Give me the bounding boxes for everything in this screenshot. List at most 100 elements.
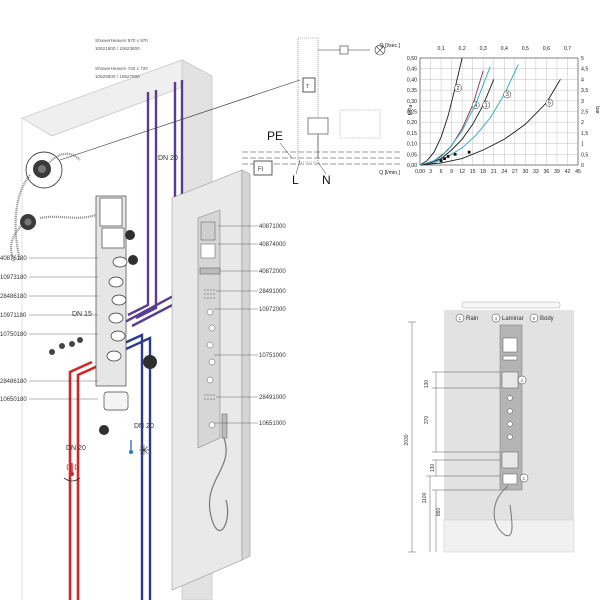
x-bottom-tick: 15: [470, 169, 476, 175]
series-5-label: 5: [548, 101, 551, 107]
chart-grid: [419, 57, 579, 166]
y-right-axis-label: bar: [594, 106, 600, 114]
series-2-label: 2: [457, 86, 460, 92]
series-extra-5-line: [419, 66, 491, 166]
header-line-2: 10621800 / 10623800: [95, 46, 140, 51]
left-part-2: 10973180: [0, 275, 27, 281]
left-part-7: 10650180: [0, 397, 27, 403]
left-part-3: 28486180: [0, 294, 27, 300]
x-top-tick: 0,1: [437, 46, 444, 52]
y-right-tick: 2: [581, 120, 584, 126]
left-part-4: 10971180: [0, 313, 27, 319]
x-bottom-tick: 12: [459, 169, 465, 175]
left-part-labels: 40876180 10973180 28486180 10971180 1075…: [0, 256, 27, 403]
y-left-tick: 0,05: [407, 152, 417, 158]
right-part-7: 28491000: [259, 395, 286, 401]
series-3-label: 3: [506, 92, 509, 98]
header-line-4: 10625800 / 10627800: [95, 74, 140, 79]
y-right-tick: 0,5: [581, 152, 588, 158]
thermostat-t: T: [306, 84, 309, 90]
right-part-5: 10972000: [259, 307, 286, 313]
flexible-hoses: [9, 152, 99, 263]
x-bottom-tick: 9: [450, 169, 453, 175]
right-part-3: 40872000: [259, 269, 286, 275]
product-header: ShowerHeaven 970 x 970 10621800 / 106238…: [95, 38, 148, 79]
y-right-tick: 3: [581, 99, 584, 105]
chart-marker: [446, 155, 450, 158]
x-bottom-tick: 27: [512, 169, 518, 175]
series-1-badge: [482, 101, 491, 109]
series-4-label: 4: [474, 103, 477, 109]
x-bottom-tick: 6: [440, 169, 443, 175]
cold-water-icon: [129, 440, 149, 455]
y-right-tick: 1: [581, 142, 584, 148]
legend-num-3: 5: [533, 316, 536, 321]
dimension-lines: [408, 321, 500, 553]
y-left-tick: 0,30: [407, 99, 417, 105]
y-left-axis-label: MPa: [408, 105, 414, 116]
front-view-callouts: 2 1: [517, 375, 529, 483]
left-part-numbers: [29, 257, 98, 400]
legend-label-2: Laminar: [502, 316, 524, 322]
series-5-line: [419, 79, 561, 166]
dim-370: 370: [424, 416, 430, 425]
y-right-tick: 0: [581, 163, 584, 169]
right-part-leaders: [214, 225, 258, 424]
dn-label-mid: DN 15: [72, 311, 92, 318]
y-right-tick: 3,5: [581, 88, 588, 94]
y-left-tick: 0,50: [407, 56, 417, 62]
dim-1100: 1100: [422, 492, 428, 503]
x-top-tick: 0,6: [543, 46, 550, 52]
legend-num-1: 1: [459, 316, 462, 321]
fi-switch-label: FI: [258, 167, 264, 173]
electrical-schematic: T FI PE L N: [242, 37, 400, 187]
y-right-tick: 4: [581, 77, 584, 83]
x-bottom-tick: 18: [480, 169, 486, 175]
y-right-tick: 5: [581, 56, 584, 62]
dim-2030: 2030: [404, 434, 410, 445]
x-top-tick: 0,3: [480, 46, 487, 52]
left-part-1: 40876180: [0, 256, 27, 262]
pe-label: PE: [267, 129, 283, 143]
callout-1: 1: [523, 476, 526, 481]
shower-panel-3d: [171, 169, 251, 591]
x-top-tick: 0,2: [459, 46, 466, 52]
series-3-line: [419, 64, 519, 166]
x-bottom-tick: 39: [554, 169, 560, 175]
hot-water-pipe: [68, 360, 101, 600]
dn-label-cold: DN 20: [134, 423, 154, 430]
x-bottom-tick: 33: [533, 169, 539, 175]
callout-2: 2: [521, 378, 524, 383]
x-bottom-tick: 24: [501, 169, 507, 175]
right-part-6: 10751000: [259, 353, 286, 359]
chart-marker: [439, 159, 443, 163]
right-part-2: 40874000: [259, 242, 286, 248]
dn-label-hot: DN 20: [66, 445, 86, 452]
dimension-labels: 130 370 2030 130 1100 860: [404, 380, 442, 517]
dn-label-top: DN 20: [158, 155, 178, 162]
front-view-legend: 1 Rain 4 Laminar 5 Body: [455, 313, 554, 323]
right-part-8: 10651000: [259, 421, 286, 427]
legend-num-2: 4: [495, 316, 498, 321]
y-right-tick: 1,5: [581, 131, 588, 137]
dim-130-top: 130: [424, 380, 430, 389]
chart-markers: [439, 150, 471, 163]
l-label: L: [292, 173, 299, 187]
y-right-tick: 2,5: [581, 110, 588, 116]
header-line-1: ShowerHeaven 970 x 970: [95, 38, 148, 43]
x-top-tick: 0,7: [564, 46, 571, 52]
dim-860: 860: [436, 508, 442, 517]
legend-label-1: Rain: [466, 316, 478, 322]
x-bottom-tick: 3: [429, 169, 432, 175]
x-bottom-axis-label: Q [l/min.]: [379, 170, 400, 176]
chart-marker: [443, 157, 446, 160]
cable-sockets: [20, 151, 63, 230]
series-5-badge: [545, 99, 554, 107]
y-left-tick: 0,00: [407, 163, 417, 169]
right-part-labels: 40871000 40874000 40872000 28491000 1097…: [259, 224, 286, 427]
x-bottom-tick: 42: [565, 169, 571, 175]
x-bottom-tick: 36: [544, 169, 550, 175]
